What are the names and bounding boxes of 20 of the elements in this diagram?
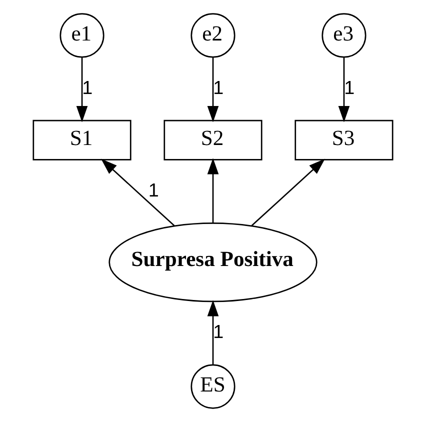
edge-label: 1 (213, 322, 224, 344)
node-box: S1 (32, 120, 132, 160)
edge-label: 1 (82, 78, 93, 99)
arrow (207, 158, 219, 224)
node-circle: e3 (322, 13, 366, 58)
node-circle: e1 (60, 13, 104, 58)
node-ellipse: Surpresa Positiva (108, 222, 318, 302)
node-circle: e2 (190, 13, 236, 58)
edge-label: 1 (213, 78, 224, 99)
arrow (207, 300, 219, 365)
arrow (251, 158, 326, 226)
node-circle: ES (190, 364, 236, 409)
arrow (338, 57, 350, 122)
edge-label: 1 (148, 180, 159, 202)
arrow (100, 158, 175, 226)
node-box: S3 (294, 120, 394, 160)
node-box: S2 (164, 120, 262, 160)
arrow (76, 57, 88, 122)
edge-label: 1 (344, 78, 355, 99)
arrow (207, 57, 219, 122)
